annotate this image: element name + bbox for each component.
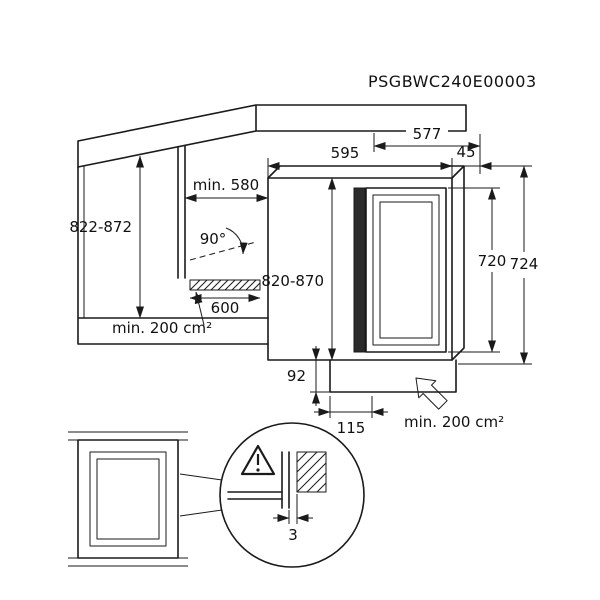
niche-wall	[177, 145, 186, 279]
dim-niche-depth: min. 580	[184, 176, 269, 202]
dim-door-gap-label: 3	[288, 526, 298, 544]
plinth	[329, 359, 457, 393]
dim-plinth-recess-label: 115	[337, 419, 366, 437]
dim-niche-width-label: 600	[211, 299, 240, 317]
airflow-arrow-icon	[415, 377, 448, 410]
dim-plinth-height: 92	[287, 346, 330, 406]
dim-appliance-width: 595	[267, 144, 453, 177]
appliance-front-small	[68, 431, 188, 567]
dim-appliance-depth-label: 577	[413, 125, 442, 143]
warning-icon	[240, 444, 276, 476]
detail-circle	[219, 422, 365, 568]
dim-door-open-angle-label: 90°	[200, 230, 227, 248]
detail-section	[227, 451, 327, 509]
dim-appliance-width-label: 595	[331, 144, 360, 162]
main-installation-view: 90° 822-872 min. 580	[69, 104, 539, 437]
vent-area-bottom-label: min. 200 cm²	[404, 413, 504, 431]
adjacent-panel-edge	[227, 491, 283, 500]
appliance	[267, 165, 465, 393]
dim-door-gap: 3	[273, 494, 313, 544]
dim-door-height: 720	[448, 187, 507, 353]
door-frame	[365, 187, 447, 353]
dim-niche-height-label: 822-872	[69, 218, 132, 236]
countertop	[77, 104, 467, 168]
door-handle	[353, 187, 366, 353]
detail-view: 3	[68, 422, 365, 568]
dim-appliance-height: 820-870	[261, 177, 336, 361]
vent-area-bottom: min. 200 cm²	[404, 377, 504, 431]
vent-area-left: min. 200 cm²	[112, 291, 212, 337]
product-code: PSGBWC240E00003	[368, 72, 537, 91]
dim-side-height: 724	[458, 165, 539, 365]
door-swing: 90°	[189, 227, 257, 261]
dim-plinth-recess: 115	[314, 396, 388, 437]
detail-leader-lines	[179, 473, 223, 517]
vent-slot-left	[189, 279, 261, 291]
cabinet-left	[77, 166, 269, 345]
dim-niche-depth-label: min. 580	[193, 176, 259, 194]
dim-niche-height: 822-872	[69, 155, 144, 319]
dim-niche-width: 600	[189, 294, 261, 317]
vent-area-left-label: min. 200 cm²	[112, 319, 212, 337]
appliance-front	[267, 177, 453, 361]
door-edge	[281, 451, 290, 509]
dim-appliance-height-label: 820-870	[261, 272, 324, 290]
door-frame-inner	[372, 194, 440, 346]
dim-appliance-depth: 577	[373, 125, 481, 174]
door-glass	[379, 201, 433, 339]
dim-plinth-height-label: 92	[287, 367, 306, 385]
dim-side-height-label: 724	[510, 255, 539, 273]
dim-door-height-label: 720	[478, 252, 507, 270]
